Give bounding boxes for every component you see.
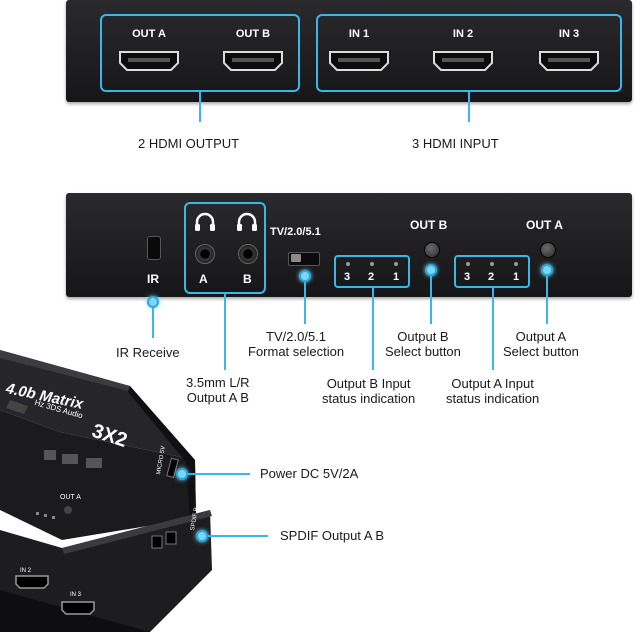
callout-dot	[425, 264, 437, 276]
led-b-2: 2	[368, 271, 375, 283]
callout-dot	[541, 264, 553, 276]
status-led	[370, 262, 374, 266]
out-b-select-button[interactable]	[424, 242, 440, 258]
caption-hdmi-input: 3 HDMI INPUT	[412, 136, 499, 151]
port-label-in-3: IN 3	[558, 28, 580, 40]
led-a-3: 3	[464, 271, 471, 283]
input-ports-callout	[316, 14, 622, 92]
callout-dot	[176, 468, 188, 480]
hdmi-port-icon	[119, 51, 179, 71]
port-label-in-2: IN 2	[452, 28, 474, 40]
audio-jack-b[interactable]	[238, 244, 258, 264]
status-led	[514, 262, 518, 266]
audio-jack-a[interactable]	[195, 244, 215, 264]
out-b-status-callout	[334, 255, 410, 288]
caption-hdmi-output: 2 HDMI OUTPUT	[138, 136, 240, 151]
caption-out-a-status: Output A Input status indication	[446, 376, 540, 406]
status-led	[394, 262, 398, 266]
callout-dot	[196, 530, 208, 542]
jack-b-label: B	[243, 272, 252, 286]
led-a-2: 2	[488, 271, 495, 283]
port-label-in-1: IN 1	[348, 28, 370, 40]
headphones-icon	[237, 212, 257, 231]
jack-a-label: A	[199, 272, 208, 286]
out-a-status-callout	[454, 255, 530, 288]
output-ports-callout	[100, 14, 300, 92]
connector-line	[430, 276, 432, 324]
connector-line	[152, 308, 154, 338]
hdmi-port-icon	[433, 51, 493, 71]
status-led	[490, 262, 494, 266]
caption-out-b-select: Output B Select button	[385, 329, 461, 359]
device-in2-print: IN 2	[20, 568, 32, 574]
caption-out-a-select: Output A Select button	[503, 329, 579, 359]
out-a-label: OUT A	[526, 218, 563, 232]
device-out-a-print: OUT A	[60, 494, 81, 501]
connector-line	[304, 282, 306, 324]
status-led	[466, 262, 470, 266]
caption-format-selection: TV/2.0/5.1 Format selection	[248, 329, 345, 359]
connector-line	[492, 288, 494, 370]
device-illustration	[0, 350, 212, 632]
callout-dot	[299, 270, 311, 282]
led-b-3: 3	[344, 271, 351, 283]
hdmi-port-icon	[223, 51, 283, 71]
caption-power-dc: Power DC 5V/2A	[260, 466, 359, 481]
port-label-out-b: OUT B	[235, 28, 271, 40]
hdmi-port-icon	[329, 51, 389, 71]
out-a-select-button[interactable]	[540, 242, 556, 258]
mode-switch-label: TV/2.0/5.1	[270, 226, 321, 238]
hdmi-port-icon	[539, 51, 599, 71]
headphones-icon	[195, 212, 215, 231]
connector-line	[208, 535, 268, 537]
device-in3-print: IN 3	[70, 592, 82, 598]
out-b-label: OUT B	[410, 218, 448, 232]
led-b-1: 1	[393, 271, 400, 283]
connector-line	[188, 473, 250, 475]
caption-out-b-status: Output B Input status indication	[322, 376, 416, 406]
port-label-out-a: OUT A	[132, 28, 166, 40]
connector-line	[224, 294, 226, 370]
status-led	[346, 262, 350, 266]
connector-line	[372, 288, 374, 370]
callout-dot	[147, 296, 159, 308]
connector-line	[468, 92, 470, 122]
format-switch[interactable]	[288, 252, 320, 266]
connector-line	[546, 276, 548, 324]
audio-jacks-callout	[184, 202, 266, 294]
led-a-1: 1	[513, 271, 520, 283]
caption-ir-receive: IR Receive	[116, 345, 180, 360]
connector-line	[199, 92, 201, 122]
ir-label: IR	[147, 272, 159, 286]
caption-audio-output: 3.5mm L/R Output A B	[186, 375, 250, 405]
ir-window	[147, 236, 161, 260]
caption-spdif-output: SPDIF Output A B	[280, 528, 385, 543]
